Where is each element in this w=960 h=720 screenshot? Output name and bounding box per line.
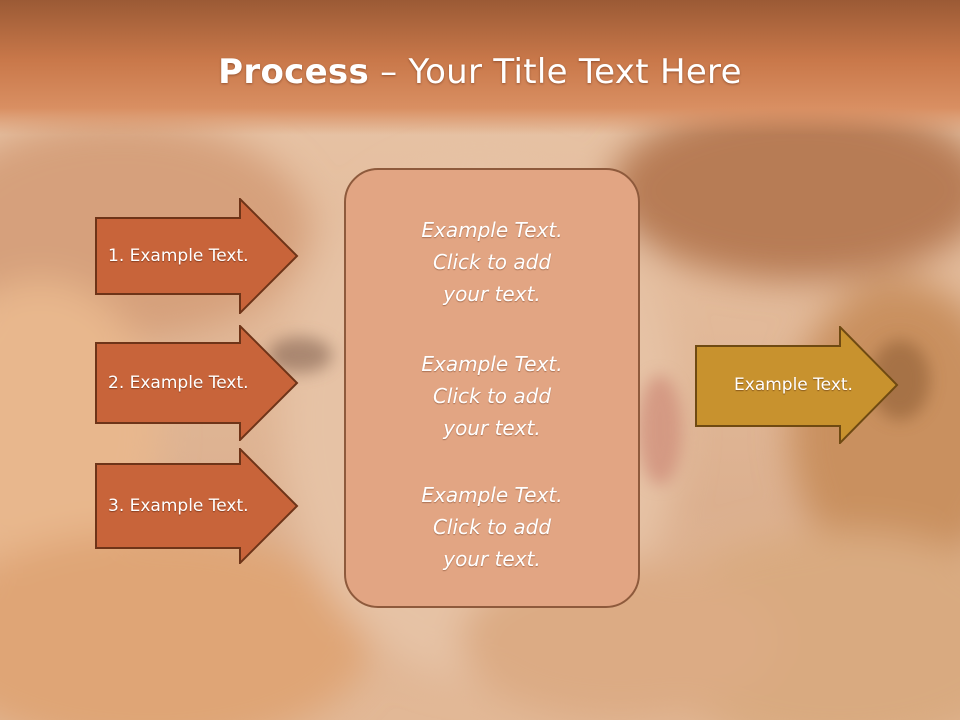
center-text-block-3: Example Text. Click to add your text. bbox=[346, 479, 638, 575]
arrow-right-icon bbox=[695, 326, 899, 444]
center-text-line: Example Text. bbox=[421, 218, 563, 242]
arrow-right-icon bbox=[95, 198, 299, 314]
result-arrow-label: Example Text. bbox=[734, 375, 853, 395]
result-arrow[interactable]: Example Text. bbox=[695, 326, 900, 444]
step-arrow-label: 2. Example Text. bbox=[108, 373, 249, 393]
step-arrow-label: 1. Example Text. bbox=[108, 246, 249, 266]
center-text-line: Example Text. bbox=[421, 352, 563, 376]
center-text-line: your text. bbox=[443, 282, 541, 306]
center-text-line: Example Text. bbox=[421, 483, 563, 507]
center-text-line: your text. bbox=[443, 547, 541, 571]
center-text-line: Click to add bbox=[432, 250, 552, 274]
center-text-block-1: Example Text. Click to add your text. bbox=[346, 214, 638, 310]
arrow-right-icon bbox=[95, 448, 299, 564]
title-bold: Process bbox=[218, 52, 370, 92]
step-arrow-2[interactable]: 2. Example Text. bbox=[95, 325, 300, 441]
arrow-right-icon bbox=[95, 325, 299, 441]
title-band bbox=[0, 0, 960, 135]
center-text-box[interactable]: Example Text. Click to add your text. Ex… bbox=[344, 168, 640, 608]
center-text-block-2: Example Text. Click to add your text. bbox=[346, 348, 638, 444]
step-arrow-label: 3. Example Text. bbox=[108, 496, 249, 516]
step-arrow-1[interactable]: 1. Example Text. bbox=[95, 198, 300, 314]
center-text-line: Click to add bbox=[432, 515, 552, 539]
center-text-line: Click to add bbox=[432, 384, 552, 408]
title-rest: – Your Title Text Here bbox=[369, 52, 742, 92]
center-text-line: your text. bbox=[443, 416, 541, 440]
slide-title[interactable]: Process – Your Title Text Here bbox=[0, 52, 960, 92]
step-arrow-3[interactable]: 3. Example Text. bbox=[95, 448, 300, 564]
